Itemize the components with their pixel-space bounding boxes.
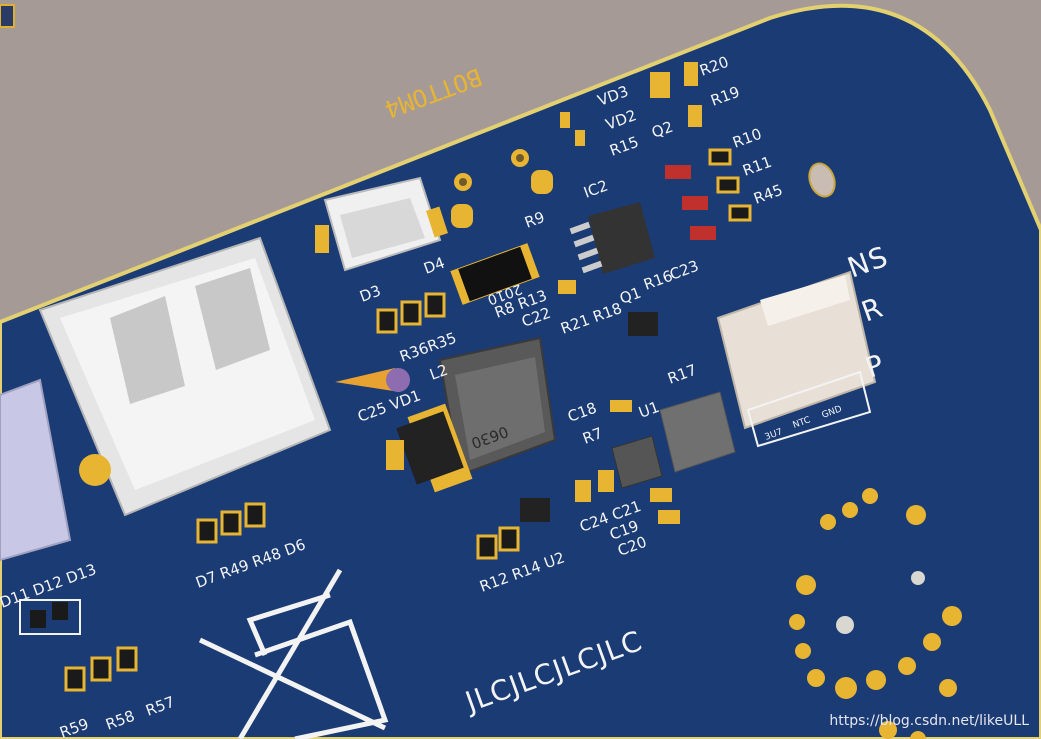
view-corner-button[interactable] <box>0 4 15 28</box>
mounting-hole <box>808 162 836 198</box>
sd-card-holder <box>0 378 72 562</box>
battery-connector: 3U7 NTC GND <box>716 270 877 448</box>
designator: L2 <box>427 361 450 384</box>
diode-vd1 <box>396 403 473 493</box>
designator: R9 <box>522 208 547 232</box>
designator: R7 <box>580 424 605 448</box>
chip-ic2 <box>569 202 655 274</box>
usb-a-connector <box>38 236 332 517</box>
chip-u1 <box>659 391 736 473</box>
designator: U1 <box>636 398 661 422</box>
weee-bin-logo <box>198 568 389 739</box>
layer-label: BOTTOM4 <box>381 62 486 123</box>
led-glow <box>335 368 400 392</box>
watermark: https://blog.csdn.net/likeULL <box>829 713 1029 729</box>
smd-components <box>19 62 752 692</box>
vias <box>451 149 553 228</box>
micro-usb-connector <box>315 176 448 272</box>
pad-ring <box>789 488 962 739</box>
chip-small <box>611 435 663 489</box>
inductor-l2: 0630 <box>438 336 557 477</box>
